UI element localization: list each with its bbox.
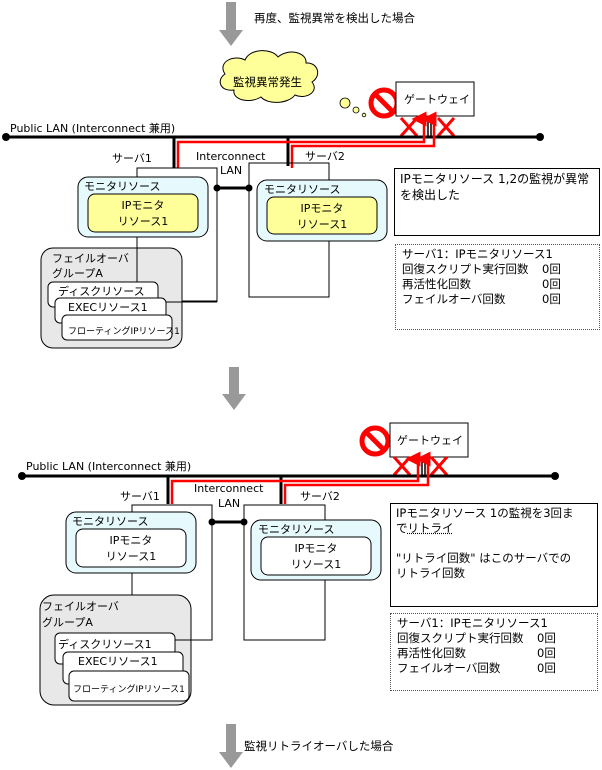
- counter-row: フェイルオーバ回数 0回: [402, 292, 561, 306]
- gateway-label: ゲートウェイ: [397, 434, 463, 447]
- step-caption-top: 再度、監視異常を検出した場合: [254, 11, 415, 25]
- svg-text:LAN: LAN: [218, 497, 240, 510]
- svg-text:モニタリソース: モニタリソース: [84, 180, 160, 193]
- server1-label: サーバ1: [120, 490, 160, 503]
- svg-text:IPモニタ: IPモニタ: [301, 202, 344, 215]
- server2-label: サーバ2: [305, 150, 345, 163]
- step-arrow-bottom: [219, 724, 243, 768]
- prohibited-icon: [359, 425, 391, 457]
- server1-ip-monitor: [75, 528, 187, 568]
- step-arrow-top: [219, 2, 243, 46]
- panel2-counter: サーバ1：IPモニタリソース1 回復スクリプト実行回数 0回 再活性化回数 0回…: [390, 613, 598, 691]
- panel1-counter: サーバ1：IPモニタリソース1 回復スクリプト実行回数 0回 再活性化回数 0回…: [395, 244, 600, 330]
- step-arrow-middle: [222, 367, 246, 410]
- panel1-note: IPモニタリソース 1,2の監視が異常を検出した: [394, 168, 600, 236]
- panel-1: 監視異常発生 ゲートウェイ Public LAN (Interconnect 兼…: [2, 50, 544, 349]
- counter-title: サーバ1：IPモニタリソース1: [397, 616, 548, 630]
- interconnect-label: Interconnect: [196, 150, 266, 163]
- svg-text:IPモニタ: IPモニタ: [295, 542, 338, 555]
- server2-ip-monitor: [260, 536, 372, 576]
- lan-endpoint: [2, 133, 10, 141]
- svg-text:リソース1: リソース1: [106, 550, 156, 563]
- svg-text:ディスクリソース1: ディスクリソース1: [58, 637, 152, 651]
- failover-resource: [61, 314, 173, 341]
- monitor-signal-path-1: [170, 451, 421, 504]
- svg-text:フェイルオーバ: フェイルオーバ: [42, 600, 119, 613]
- counter-row: 回復スクリプト実行回数 0回: [402, 262, 561, 276]
- failover-resource: [68, 670, 190, 702]
- server2-ip-monitor-alert: [266, 196, 378, 235]
- svg-text:モニタリソース: モニタリソース: [264, 183, 340, 196]
- svg-text:LAN: LAN: [220, 164, 242, 177]
- svg-text:リソース1: リソース1: [291, 558, 341, 571]
- svg-text:EXECリソース1: EXECリソース1: [68, 301, 148, 314]
- interconnect-label: Interconnect: [194, 482, 264, 495]
- svg-text:フローティングIPリソース1: フローティングIPリソース1: [73, 683, 185, 695]
- cloud-text: 監視異常発生: [233, 75, 302, 89]
- step-caption-bottom: 監視リトライオーバした場合: [244, 739, 394, 753]
- svg-text:リソース1: リソース1: [297, 218, 347, 231]
- svg-text:フェイルオーバ: フェイルオーバ: [52, 252, 129, 265]
- prohibited-icon: [368, 87, 400, 119]
- svg-text:グループA: グループA: [52, 266, 103, 280]
- svg-text:モニタリソース: モニタリソース: [72, 515, 148, 528]
- monitor-signal-path-2: [283, 451, 431, 504]
- monitor-signal-path-2: [290, 111, 437, 168]
- counter-row: 回復スクリプト実行回数 0回: [397, 631, 556, 645]
- panel2-note: IPモニタリソース 1の監視を3回ま でリトライ "リトライ回数" はこのサーバ…: [390, 503, 598, 607]
- svg-text:フローティングIPリソース1: フローティングIPリソース1: [68, 325, 180, 337]
- counter-title: サーバ1：IPモニタリソース1: [402, 247, 553, 261]
- x-mark-icon: [392, 456, 449, 476]
- svg-text:リソース1: リソース1: [118, 215, 168, 228]
- public-lan-label: Public LAN (Interconnect 兼用): [26, 460, 191, 473]
- counter-row: フェイルオーバ回数 0回: [397, 661, 556, 675]
- alert-cloud: 監視異常発生: [219, 50, 367, 118]
- public-lan-label: Public LAN (Interconnect 兼用): [10, 122, 175, 135]
- svg-text:グループA: グループA: [42, 615, 93, 629]
- retry-link[interactable]: リトライ: [407, 521, 454, 535]
- panel-2: ゲートウェイ Public LAN (Interconnect 兼用) サーバ1…: [18, 422, 559, 706]
- counter-row: 再活性化回数 0回: [402, 277, 561, 291]
- server2-label: サーバ2: [300, 490, 340, 503]
- x-mark-icon: [399, 117, 456, 137]
- svg-text:IPモニタ: IPモニタ: [110, 534, 153, 547]
- server1-label: サーバ1: [112, 152, 152, 165]
- svg-text:IPモニタ: IPモニタ: [122, 199, 165, 212]
- counter-row: 再活性化回数 0回: [397, 646, 556, 660]
- server1-ip-monitor-alert: [87, 193, 199, 233]
- monitor-signal-path-1: [176, 111, 427, 168]
- svg-text:モニタリソース: モニタリソース: [258, 523, 334, 536]
- gateway-label: ゲートウェイ: [404, 93, 470, 106]
- svg-text:EXECリソース1: EXECリソース1: [78, 655, 158, 668]
- svg-text:ディスクリソース: ディスクリソース: [58, 284, 145, 298]
- lan-endpoint: [536, 133, 544, 141]
